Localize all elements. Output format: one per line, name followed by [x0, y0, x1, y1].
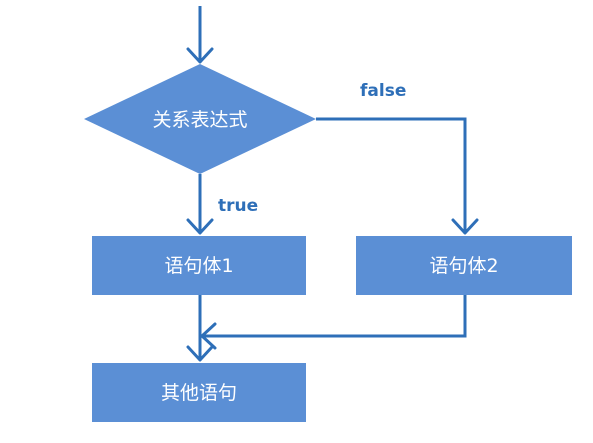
condition-diamond — [84, 64, 316, 174]
arrowhead-icon — [200, 322, 217, 350]
edge-stmt1-to-other — [186, 295, 214, 362]
stmt1-label: 语句体1 — [164, 255, 233, 277]
edge-label-false: false — [360, 81, 406, 101]
other-label: 其他语句 — [161, 382, 237, 404]
edge-label-true: true — [218, 196, 258, 216]
edge-entry-to-condition — [186, 6, 214, 64]
stmt2-label: 语句体2 — [429, 255, 498, 277]
condition-label: 关系表达式 — [152, 109, 247, 131]
edge-stmt2-line — [203, 295, 467, 338]
arrowhead-icon — [186, 47, 214, 64]
edge-condition-to-stmt2: false — [316, 81, 479, 235]
stmt2-box — [356, 236, 572, 295]
node-condition: 关系表达式 — [84, 64, 316, 174]
arrowhead-icon — [186, 345, 214, 362]
other-box — [92, 363, 306, 422]
stmt1-box — [92, 236, 306, 295]
node-stmt2: 语句体2 — [356, 236, 572, 295]
node-stmt1: 语句体1 — [92, 236, 306, 295]
arrowhead-icon — [186, 218, 214, 235]
edge-condition-to-stmt1: true — [186, 174, 258, 235]
edge-false-line — [316, 117, 467, 231]
arrowhead-icon — [451, 218, 479, 235]
edge-stmt2-to-other — [200, 295, 467, 350]
node-other: 其他语句 — [92, 363, 306, 422]
